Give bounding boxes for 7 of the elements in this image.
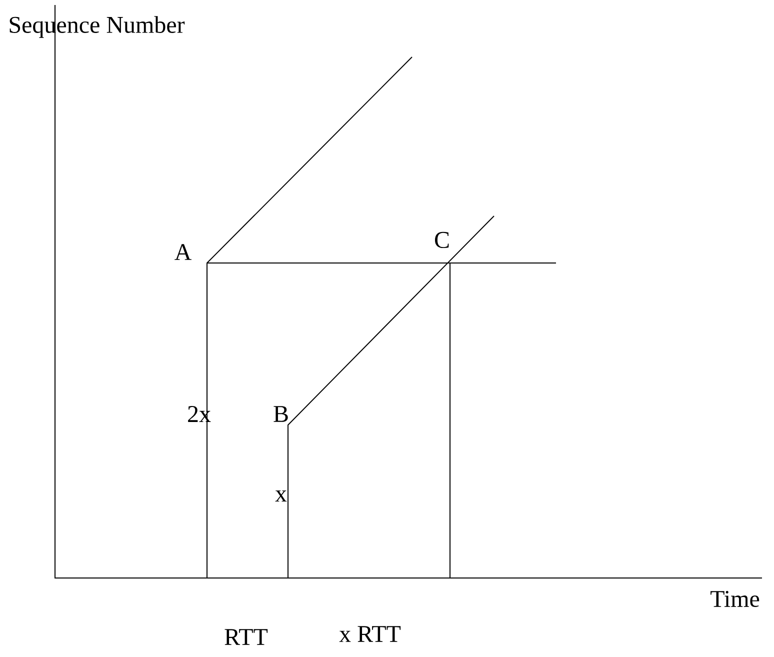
axis-label: Time (710, 590, 760, 608)
value-label: x (275, 490, 287, 502)
point-label: C (434, 232, 449, 248)
point-label: B (274, 406, 288, 422)
time-label: x RTT (339, 626, 401, 642)
time-label: RTT (224, 629, 268, 645)
point-label: A (174, 244, 192, 260)
